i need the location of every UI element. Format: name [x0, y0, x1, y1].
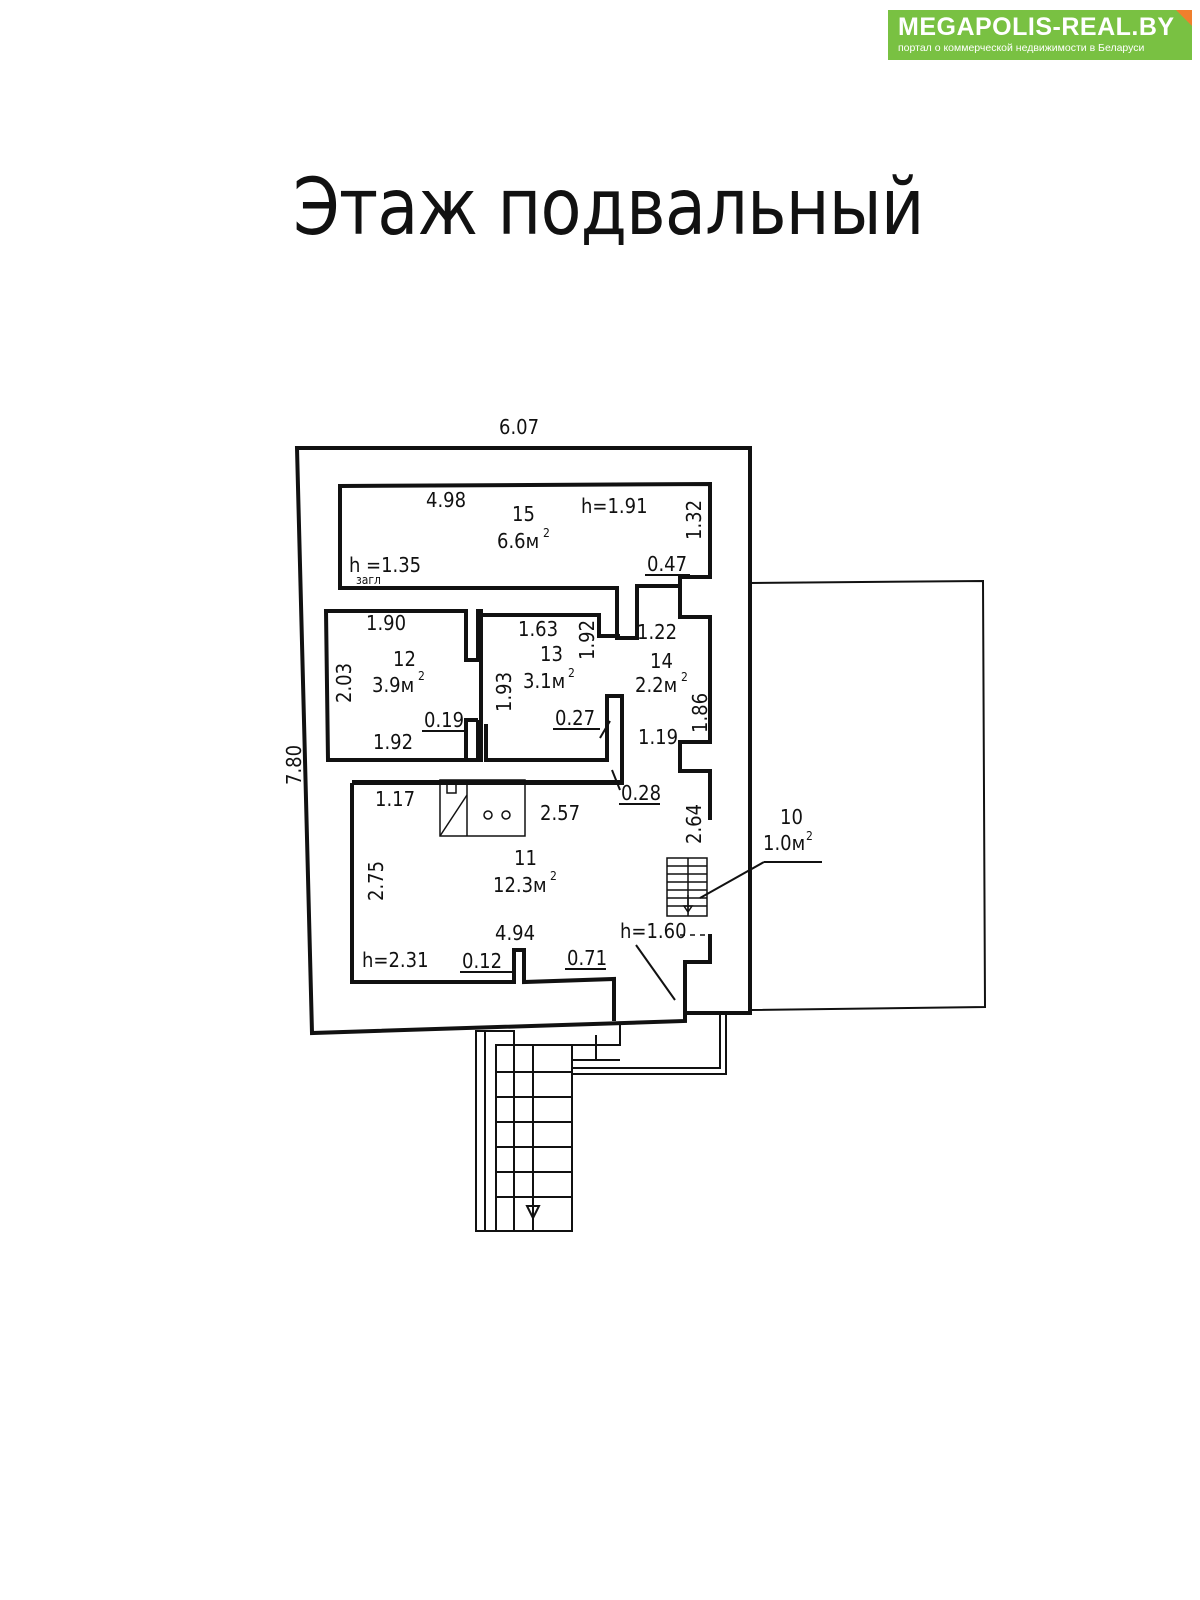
- page-title: Этаж подвальный: [293, 163, 924, 253]
- room-10-number: 10: [780, 805, 803, 829]
- dim-r14-top: 1.22: [637, 620, 677, 644]
- dim-r14-right: 1.86: [688, 693, 712, 733]
- room-14-outline: [678, 588, 712, 820]
- dim-r11-door: 0.71: [567, 946, 607, 970]
- room-11-area: 12.3м: [493, 873, 547, 897]
- room-15-sub-height-note: загл: [356, 573, 381, 587]
- dim-r11-top-right: 2.57: [540, 801, 580, 825]
- dim-r12-left: 2.03: [332, 663, 356, 703]
- room-15-sub-height-value: =1.35: [366, 553, 421, 577]
- dim-r13-door: 0.27: [555, 706, 595, 730]
- room-10-area-sup: 2: [806, 829, 813, 843]
- stove-burner-1: [483, 810, 493, 820]
- room-12-number: 12: [393, 647, 416, 671]
- room-12-area-sup: 2: [418, 669, 425, 683]
- dim-r14-mid: 1.19: [638, 725, 678, 749]
- dim-r13-left: 1.93: [492, 672, 516, 712]
- dim-r10-side: 2.64: [682, 804, 706, 844]
- dim-r13-right: 1.92: [575, 620, 599, 660]
- room-15-height: h=1.91: [581, 494, 648, 518]
- room-11-walls: [350, 783, 616, 1021]
- room-15-area: 6.6м: [497, 529, 539, 553]
- room-11-area-sup: 2: [550, 869, 557, 883]
- room-15-number: 15: [512, 502, 535, 526]
- dim-r11-niche: 0.12: [462, 949, 502, 973]
- dim-r12-door: 0.19: [424, 708, 464, 732]
- door-swing-r14: [611, 769, 621, 791]
- room-12-area: 3.9м: [372, 673, 414, 697]
- room-11-height-stair: h=1.60: [620, 919, 687, 943]
- dim-r15-right: 1.32: [682, 500, 706, 540]
- room-13-number: 13: [540, 642, 563, 666]
- fixture-box: [439, 779, 526, 837]
- room-11-height-main: h=2.31: [362, 948, 429, 972]
- room-15-sub-height-label: h: [349, 553, 360, 577]
- external-stair-arrow: [525, 1180, 541, 1219]
- stair-arrow: [682, 895, 694, 915]
- logo-brand: MEGAPOLIS-REAL.BY: [898, 13, 1175, 41]
- external-stair: [475, 1013, 727, 1232]
- room-13-area: 3.1м: [523, 669, 565, 693]
- inner-stair: [666, 857, 708, 917]
- fixture-diagonal: [439, 794, 468, 837]
- logo-tagline: портал о коммерческой недвижимости в Бел…: [898, 42, 1145, 54]
- room-10-area: 1.0м: [763, 831, 805, 855]
- door-swing-r13: [599, 720, 611, 739]
- room-11-number: 11: [514, 846, 537, 870]
- dim-r13-top: 1.63: [518, 617, 558, 641]
- stove-burner-2: [501, 810, 511, 820]
- room-14-area-sup: 2: [681, 670, 688, 684]
- fixture-knob: [446, 783, 457, 794]
- room-11-outline: [352, 766, 624, 785]
- dim-r11-left: 2.75: [364, 861, 388, 901]
- site-logo[interactable]: MEGAPOLIS-REAL.BY портал о коммерческой …: [888, 10, 1192, 60]
- room-15-area-sup: 2: [543, 526, 550, 540]
- logo-corner-flag-icon: [1176, 10, 1192, 26]
- room-10-leader: [699, 861, 765, 899]
- dim-r15-top: 4.98: [426, 488, 466, 512]
- dim-r15-door: 0.47: [647, 552, 687, 576]
- dim-r12-bottom: 1.92: [373, 730, 413, 754]
- dim-r11-top-left: 1.17: [375, 787, 415, 811]
- room-15-outline: [338, 481, 712, 640]
- overall-width: 6.07: [499, 415, 539, 439]
- dim-r11-bottom: 4.94: [495, 921, 535, 945]
- overall-height: 7.80: [282, 745, 306, 785]
- room-14-area: 2.2м: [635, 673, 677, 697]
- annex-outline: [749, 579, 987, 1011]
- door-swing-r11: [635, 944, 676, 1001]
- room-12-wall: [466, 720, 480, 762]
- room-13-outline: [483, 613, 620, 638]
- dim-r12-top: 1.90: [366, 611, 406, 635]
- dim-corridor-door: 0.28: [621, 781, 661, 805]
- room-11-right-wall: [683, 934, 712, 1013]
- room-13-area-sup: 2: [568, 666, 575, 680]
- room-14-number: 14: [650, 649, 673, 673]
